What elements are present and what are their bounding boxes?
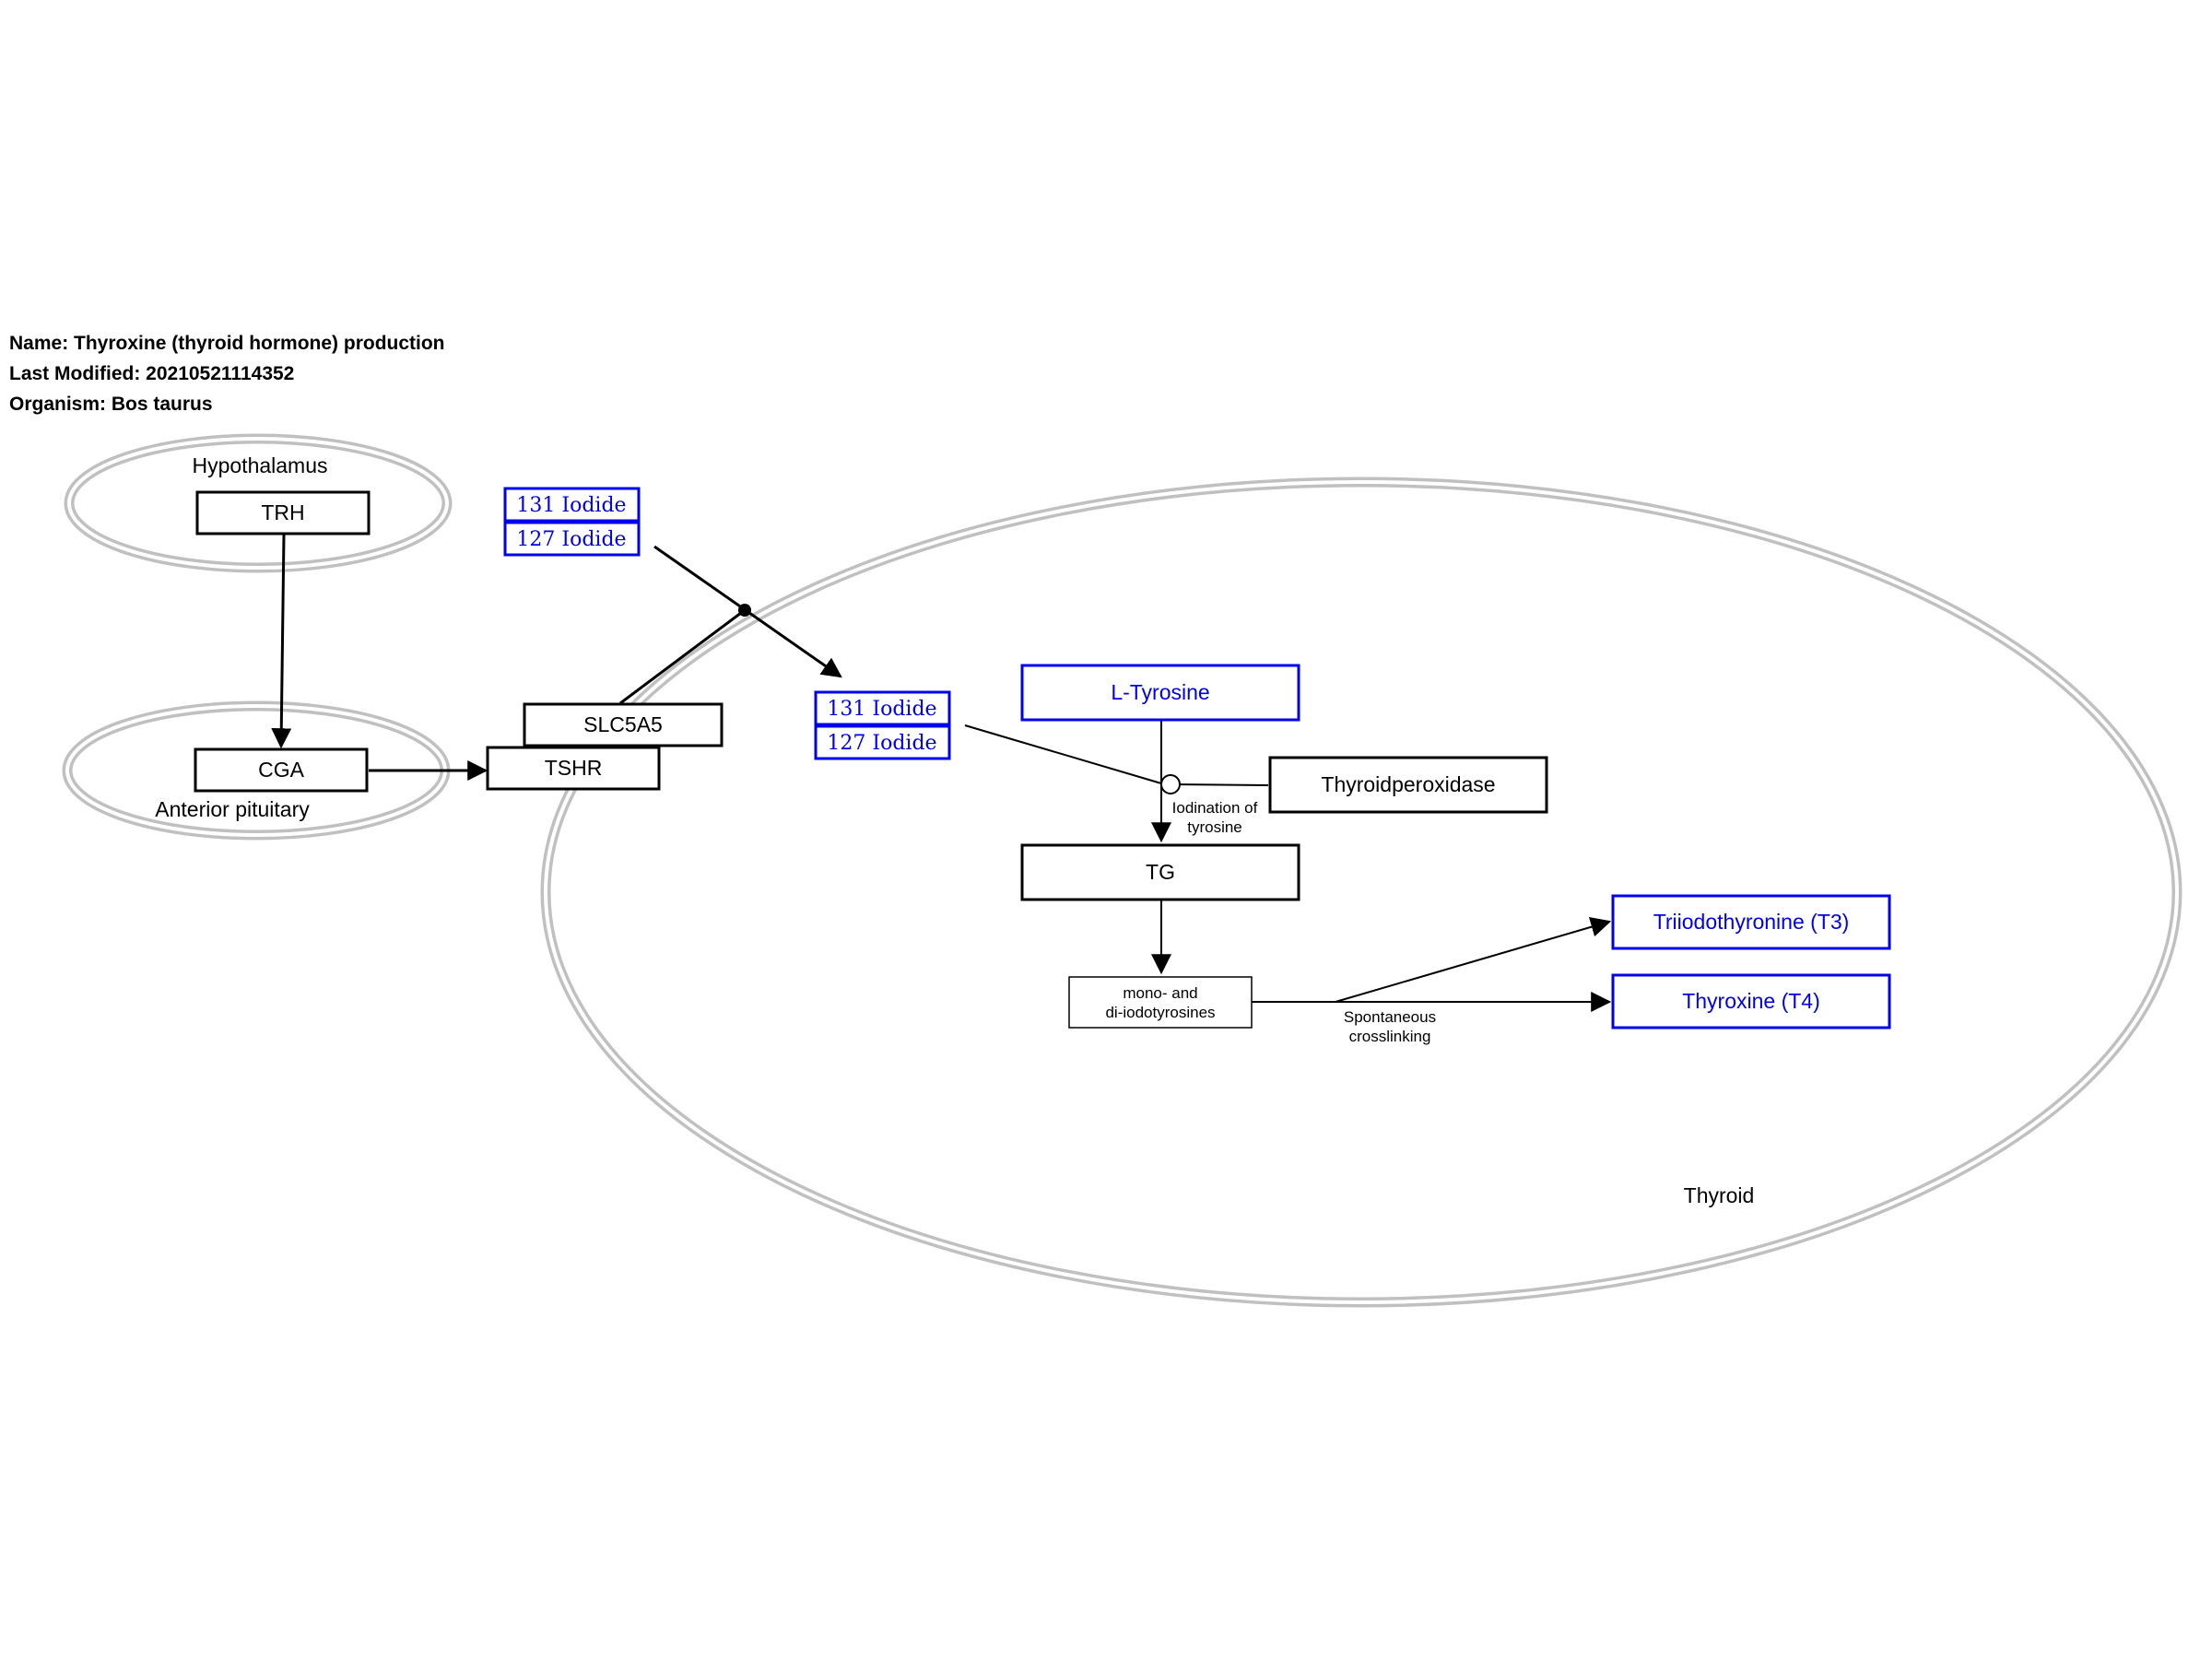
iodide127-inner-label: 127 Iodide [827,732,936,755]
crosslinking-label-line1: Spontaneous [1344,1008,1436,1026]
slc5a5-label: SLC5A5 [583,712,663,736]
t3-label: Triiodothyronine (T3) [1653,910,1850,934]
thyroidperoxidase-label: Thyroidperoxidase [1321,772,1495,796]
compartment-thyroid: Thyroid [540,477,2183,1308]
label-iodotyrosines: mono- and di-iodotyrosines [1068,976,1253,1029]
transport-anchor [738,604,751,617]
gene-thyroidperoxidase[interactable]: Thyroidperoxidase [1268,756,1548,814]
interactions [271,534,1612,1012]
cga-label: CGA [258,758,305,782]
iodide127-outer-label: 127 Iodide [516,528,626,551]
metabolite-t3[interactable]: Triiodothyronine (T3) [1611,894,1891,950]
iodotyrosines-line2: di-iodotyrosines [1105,1004,1215,1021]
pathway-info: Name: Thyroxine (thyroid hormone) produc… [9,333,445,415]
metabolite-l-tyrosine[interactable]: L-Tyrosine [1020,664,1300,722]
compartment-hypothalamus: Hypothalamus [64,433,453,573]
catalysis-anchor [1160,774,1181,794]
iodination-label-line1: Iodination of [1172,799,1258,817]
pathway-name: Name: Thyroxine (thyroid hormone) produc… [9,333,445,354]
tshr-label: TSHR [545,756,603,780]
metabolite-131-iodide-inner[interactable]: 131 Iodide [814,690,951,726]
metabolite-131-iodide-outer[interactable]: 131 Iodide [503,487,641,523]
trh-to-cga-arrow [271,534,292,749]
gene-cga[interactable]: CGA [194,747,369,793]
hypothalamus-label: Hypothalamus [192,453,327,477]
iodination-label-line2: tyrosine [1187,818,1242,836]
t4-label: Thyroxine (T4) [1682,989,1820,1013]
last-modified: Last Modified: 20210521114352 [9,363,294,384]
iodide131-outer-label: 131 Iodide [516,494,626,517]
organism: Organism: Bos taurus [9,394,213,415]
crosslinking-label-line2: crosslinking [1349,1028,1431,1045]
thyroid-label: Thyroid [1684,1183,1755,1207]
anterior-pituitary-label: Anterior pituitary [155,797,310,821]
l-tyrosine-label: L-Tyrosine [1111,680,1209,704]
crosslink-to-t3-arrow [1335,917,1612,1003]
thyroidperoxidase-catalysis-line [1170,783,1269,786]
gene-tg[interactable]: TG [1020,843,1300,901]
iodide131-inner-label: 131 Iodide [827,698,936,721]
gene-slc5a5[interactable]: SLC5A5 [523,702,724,747]
iodide-to-iodination-line [964,724,1162,784]
trh-label: TRH [261,500,304,524]
gene-trh[interactable]: TRH [195,490,371,535]
iodotyrosines-line1: mono- and [1123,984,1197,1002]
gene-tshr[interactable]: TSHR [486,746,661,791]
slc5a5-transport-link [619,608,746,705]
tg-label: TG [1146,860,1175,884]
metabolite-127-iodide-inner[interactable]: 127 Iodide [814,724,951,760]
metabolite-t4[interactable]: Thyroxine (T4) [1611,973,1891,1030]
metabolite-127-iodide-outer[interactable]: 127 Iodide [503,521,641,557]
